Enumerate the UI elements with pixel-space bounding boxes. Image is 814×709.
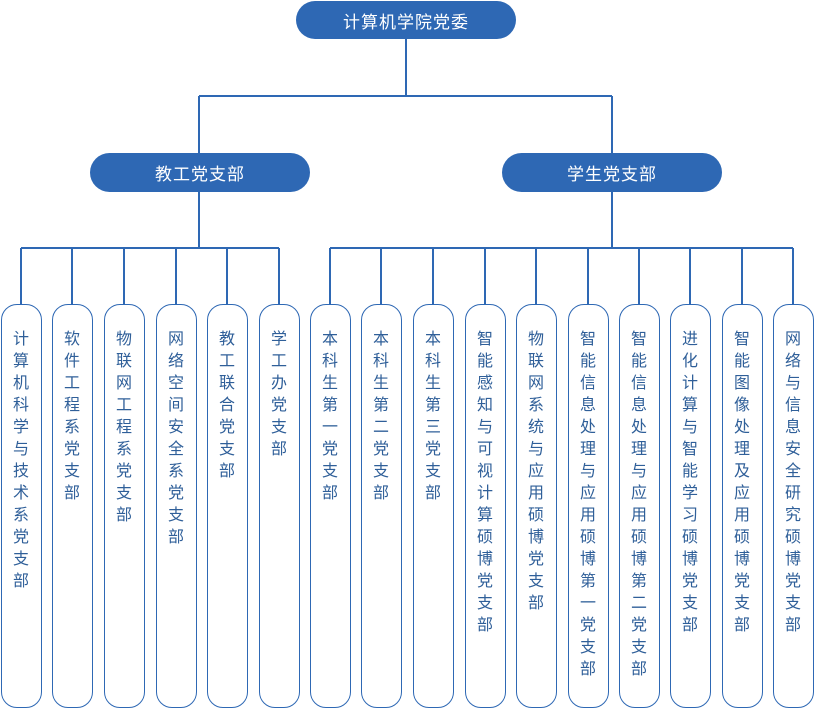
leaf-label: 物联网工程系党支部 — [116, 329, 133, 524]
student-branch-leaf[interactable]: 智能信息处理与应用硕博第一党支部 — [567, 304, 609, 708]
staff-branch-leaf[interactable]: 学工办党支部 — [258, 304, 300, 708]
leaf-label: 智能图像处理及应用硕博党支部 — [734, 329, 751, 634]
leaf-label: 智能感知与可视计算硕博党支部 — [477, 329, 494, 634]
branch-node-staff-label: 教工党支部 — [155, 165, 245, 185]
leaf-label: 进化计算与智能学习硕博党支部 — [682, 329, 699, 634]
staff-branch-leaf[interactable]: 计算机科学与技术系党支部 — [0, 304, 42, 708]
leaf-label: 教工联合党支部 — [219, 329, 236, 480]
student-branch-leaf[interactable]: 智能信息处理与应用硕博第二党支部 — [618, 304, 660, 708]
student-branch-leaf[interactable]: 本科生第一党支部 — [309, 304, 351, 708]
student-branch-leaf[interactable]: 本科生第三党支部 — [412, 304, 454, 708]
leaf-label: 学工办党支部 — [271, 329, 288, 458]
leaf-label: 计算机科学与技术系党支部 — [13, 329, 30, 590]
student-branch-leaf[interactable]: 智能图像处理及应用硕博党支部 — [721, 304, 763, 708]
staff-branch-leaf[interactable]: 网络空间安全系党支部 — [155, 304, 197, 708]
leaf-label: 本科生第一党支部 — [322, 329, 339, 502]
student-branch-leaf[interactable]: 物联网系统与应用硕博党支部 — [515, 304, 557, 708]
student-branch-leaf[interactable]: 进化计算与智能学习硕博党支部 — [669, 304, 711, 708]
leaf-label: 智能信息处理与应用硕博第一党支部 — [580, 329, 597, 678]
leaf-label: 网络空间安全系党支部 — [168, 329, 185, 546]
leaf-label: 本科生第二党支部 — [373, 329, 390, 502]
branch-node-student-label: 学生党支部 — [567, 165, 657, 185]
leaf-label: 网络与信息安全研究硕博党支部 — [785, 329, 802, 634]
leaf-label: 本科生第三党支部 — [425, 329, 442, 502]
leaf-label: 软件工程系党支部 — [64, 329, 81, 502]
student-branch-leaf[interactable]: 本科生第二党支部 — [360, 304, 402, 708]
staff-branch-leaf[interactable]: 物联网工程系党支部 — [103, 304, 145, 708]
staff-branch-leaf[interactable]: 教工联合党支部 — [206, 304, 248, 708]
root-node-label: 计算机学院党委 — [343, 12, 469, 33]
branch-node-student[interactable]: 学生党支部 — [502, 153, 722, 192]
root-node[interactable]: 计算机学院党委 — [296, 1, 516, 39]
staff-branch-leaf[interactable]: 软件工程系党支部 — [51, 304, 93, 708]
student-branch-leaf[interactable]: 智能感知与可视计算硕博党支部 — [464, 304, 506, 708]
leaf-label: 智能信息处理与应用硕博第二党支部 — [631, 329, 648, 678]
branch-node-staff[interactable]: 教工党支部 — [90, 153, 310, 192]
student-branch-leaf[interactable]: 网络与信息安全研究硕博党支部 — [772, 304, 814, 708]
leaf-label: 物联网系统与应用硕博党支部 — [528, 329, 545, 612]
